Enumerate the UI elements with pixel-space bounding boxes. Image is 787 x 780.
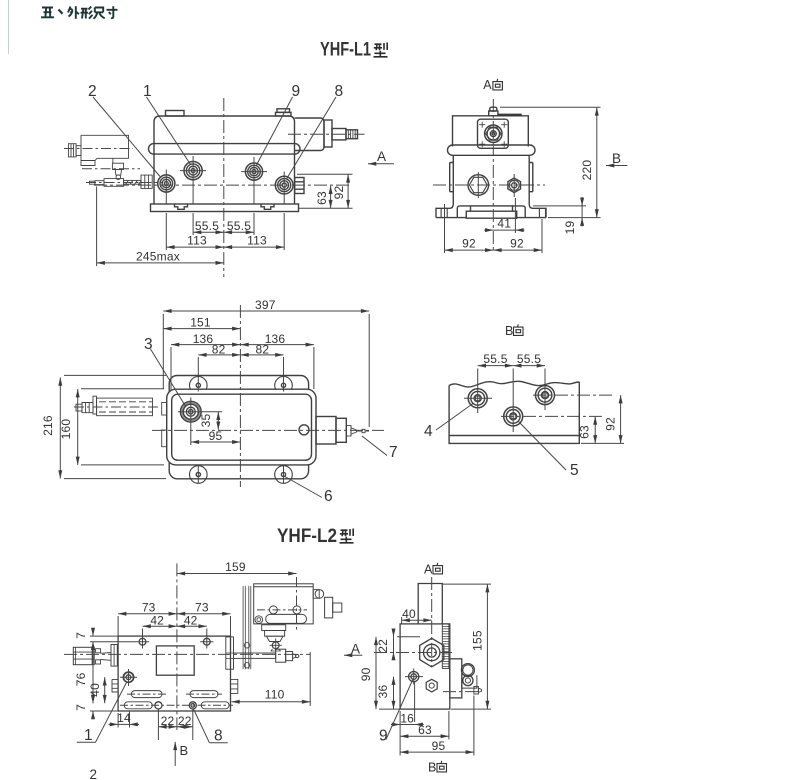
svg-text:63: 63 (315, 191, 329, 205)
svg-text:35: 35 (199, 414, 213, 428)
svg-text:16: 16 (400, 712, 414, 726)
svg-text:55.5: 55.5 (483, 352, 507, 366)
svg-text:95: 95 (209, 429, 223, 443)
svg-text:92: 92 (604, 417, 618, 431)
svg-text:113: 113 (187, 234, 207, 248)
svg-text:151: 151 (190, 316, 211, 330)
svg-text:92: 92 (510, 237, 524, 251)
svg-text:7: 7 (74, 632, 88, 639)
svg-text:1: 1 (143, 83, 152, 100)
svg-text:3: 3 (144, 336, 153, 353)
svg-text:YHF-L2: YHF-L2 (277, 525, 337, 547)
svg-text:136: 136 (193, 332, 214, 346)
svg-text:4: 4 (424, 423, 433, 440)
svg-text:63: 63 (418, 723, 432, 737)
svg-text:9: 9 (379, 728, 388, 745)
svg-text:8: 8 (335, 83, 344, 100)
svg-text:A: A (483, 78, 492, 92)
svg-text:160: 160 (59, 419, 73, 440)
svg-text:22: 22 (178, 714, 192, 728)
svg-text:7: 7 (389, 444, 398, 461)
svg-text:22: 22 (376, 639, 390, 653)
svg-text:A: A (377, 149, 386, 164)
svg-text:A: A (351, 642, 360, 657)
svg-text:42: 42 (150, 613, 164, 627)
svg-text:2: 2 (88, 83, 97, 100)
svg-text:73: 73 (142, 601, 156, 615)
svg-text:216: 216 (41, 415, 55, 436)
svg-text:82: 82 (256, 342, 270, 356)
svg-text:55.5: 55.5 (227, 219, 251, 233)
svg-text:95: 95 (432, 739, 446, 753)
svg-text:41: 41 (497, 217, 511, 231)
svg-text:90: 90 (359, 667, 373, 681)
svg-text:42: 42 (184, 613, 198, 627)
svg-text:92: 92 (462, 237, 476, 251)
svg-text:6: 6 (324, 488, 333, 505)
svg-text:40: 40 (402, 607, 416, 621)
svg-text:155: 155 (471, 630, 485, 651)
svg-text:B: B (612, 151, 621, 166)
svg-text:36: 36 (376, 685, 390, 699)
svg-text:B: B (428, 761, 436, 775)
svg-text:B: B (180, 743, 189, 758)
svg-text:63: 63 (578, 425, 592, 439)
svg-text:82: 82 (212, 342, 226, 356)
svg-text:7: 7 (74, 704, 88, 711)
svg-text:40: 40 (88, 683, 102, 697)
svg-text:YHF-L1: YHF-L1 (320, 39, 371, 61)
svg-text:9: 9 (292, 83, 301, 100)
svg-text:92: 92 (332, 186, 346, 200)
svg-text:220: 220 (580, 160, 594, 181)
svg-text:8: 8 (214, 728, 223, 745)
svg-text:55.5: 55.5 (195, 219, 219, 233)
svg-text:A: A (424, 563, 433, 577)
svg-text:5: 5 (570, 462, 579, 479)
svg-text:113: 113 (247, 234, 267, 248)
svg-text:76: 76 (74, 672, 88, 686)
svg-text:2: 2 (90, 767, 98, 780)
svg-text:110: 110 (265, 688, 285, 702)
svg-text:19: 19 (563, 221, 577, 235)
svg-text:245max: 245max (136, 250, 180, 264)
svg-text:14: 14 (117, 711, 131, 725)
svg-text:397: 397 (255, 298, 276, 312)
svg-text:136: 136 (265, 332, 286, 346)
svg-text:55.5: 55.5 (517, 352, 541, 366)
svg-text:73: 73 (195, 601, 209, 615)
svg-text:159: 159 (225, 560, 246, 574)
svg-text:1: 1 (84, 727, 93, 744)
svg-text:B: B (505, 324, 513, 338)
svg-text:22: 22 (161, 714, 175, 728)
